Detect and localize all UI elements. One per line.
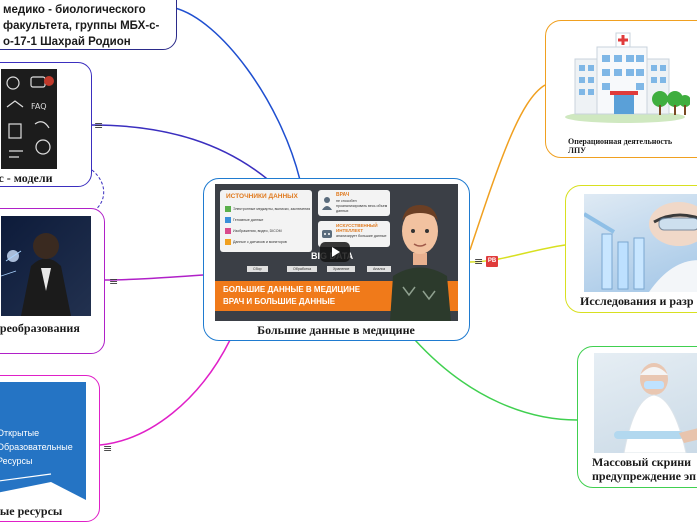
connector-transformation — [104, 274, 204, 281]
doctor-heading: ВРАЧ — [336, 192, 350, 198]
connector-hospital — [469, 84, 546, 251]
open-resources-sign-line-3: Ресурсы — [0, 456, 33, 466]
banner-line-2: ВРАЧ И БОЛЬШИЕ ДАННЫЕ — [223, 297, 336, 306]
flow-step-2: Обработка — [287, 266, 318, 272]
svg-text:FAQ: FAQ — [31, 102, 47, 111]
connector-business-models — [91, 124, 286, 196]
research-node[interactable]: Исследования и разр — [565, 185, 697, 313]
screening-node[interactable]: Массовый скрини предупреждение эп — [577, 346, 697, 488]
play-icon — [332, 247, 340, 257]
connector-research — [469, 244, 566, 263]
sources-item-1: Электронные медкарты, выписки, заключени… — [225, 204, 310, 215]
hospital-label-line-2: ЛПУ — [568, 146, 587, 155]
hospital-node[interactable]: Операционная деятельность ЛПУ — [545, 20, 697, 158]
person-icon — [322, 197, 332, 210]
screening-label-line-1: Массовый скрини — [592, 455, 692, 469]
author-line-2: факультета, группы МБХ-с- — [3, 20, 160, 32]
presenter-illustration — [390, 205, 451, 321]
transformation-image — [1, 216, 91, 316]
connector-open-resources — [99, 339, 231, 446]
research-image — [584, 194, 697, 292]
ai-panel: ИСКУССТВЕННЫЙ ИНТЕЛЛЕКТ анализирует боль… — [318, 221, 390, 247]
transformation-node[interactable]: преобразования — [0, 208, 105, 354]
connector-screening — [414, 339, 578, 421]
author-node[interactable]: медико - биологического факультета, груп… — [0, 0, 177, 50]
hospital-illustration — [565, 32, 690, 123]
sources-item-3: Изображения, видео, DICOM — [225, 226, 310, 237]
business-models-label: ес - модели — [0, 171, 53, 185]
transformation-menu-icon[interactable]: ≡ — [109, 275, 119, 288]
banner-line-1: БОЛЬШИЕ ДАННЫЕ В МЕДИЦИНЕ — [223, 285, 361, 294]
central-video-thumbnail[interactable]: ИСТОЧНИКИ ДАННЫХ Электронные медкарты, в… — [215, 184, 458, 321]
ai-heading: ИСКУССТВЕННЫЙ ИНТЕЛЛЕКТ — [336, 223, 378, 233]
sources-panel: ИСТОЧНИКИ ДАННЫХ Электронные медкарты, в… — [220, 190, 312, 252]
business-models-image: FAQ — [1, 69, 57, 169]
open-resources-sign-line-2: Образовательные — [0, 442, 73, 452]
transformation-label: преобразования — [0, 321, 80, 335]
sources-item-2: Геномные данные — [225, 215, 310, 226]
business-models-menu-icon[interactable]: ≡ — [94, 119, 104, 132]
author-line-3: о-17-1 Шахрай Родион — [3, 36, 131, 48]
robot-icon — [322, 230, 332, 238]
open-resources-label: ные ресурсы — [0, 504, 63, 518]
business-models-node[interactable]: FAQ ес - модели — [0, 62, 92, 187]
author-line-1: медико - биологического — [3, 4, 146, 16]
pb-badge[interactable]: PB — [486, 256, 498, 267]
sources-heading: ИСТОЧНИКИ ДАННЫХ — [226, 193, 298, 200]
ai-text: анализирует большие данные — [336, 234, 387, 238]
research-label: Исследования и разр — [580, 294, 694, 308]
doctor-panel: ВРАЧ не способен проанализировать весь о… — [318, 190, 390, 216]
doctor-text: не способен проанализировать весь объем … — [336, 199, 388, 213]
open-resources-sign-line-1: Открытые — [0, 428, 40, 438]
hospital-label-line-1: Операционная деятельность — [568, 137, 673, 146]
central-node[interactable]: ИСТОЧНИКИ ДАННЫХ Электронные медкарты, в… — [203, 178, 470, 341]
play-button[interactable] — [320, 242, 350, 262]
flow-step-3: Хранение — [327, 266, 356, 272]
open-resources-menu-icon[interactable]: ≡ — [103, 442, 113, 455]
connector-author — [174, 7, 301, 181]
sources-item-4: Данные с датчиков и мониторов — [225, 237, 310, 248]
open-resources-image: ◗ Открытые Образовательные Ресурсы — [0, 382, 86, 500]
flow-steps: Сбор Обработка Хранение Анализ — [235, 266, 415, 276]
central-menu-icon[interactable]: ≡ — [474, 255, 484, 268]
flow-step-4: Анализ — [367, 266, 392, 272]
connector-dashed — [91, 169, 105, 213]
screening-image — [594, 353, 697, 453]
central-title: Большие данные в медицине — [257, 323, 415, 337]
open-resources-node[interactable]: ◗ Открытые Образовательные Ресурсы ные р… — [0, 375, 100, 522]
screening-label-line-2: предупреждение эп — [592, 469, 697, 483]
flow-step-1: Сбор — [247, 266, 268, 272]
